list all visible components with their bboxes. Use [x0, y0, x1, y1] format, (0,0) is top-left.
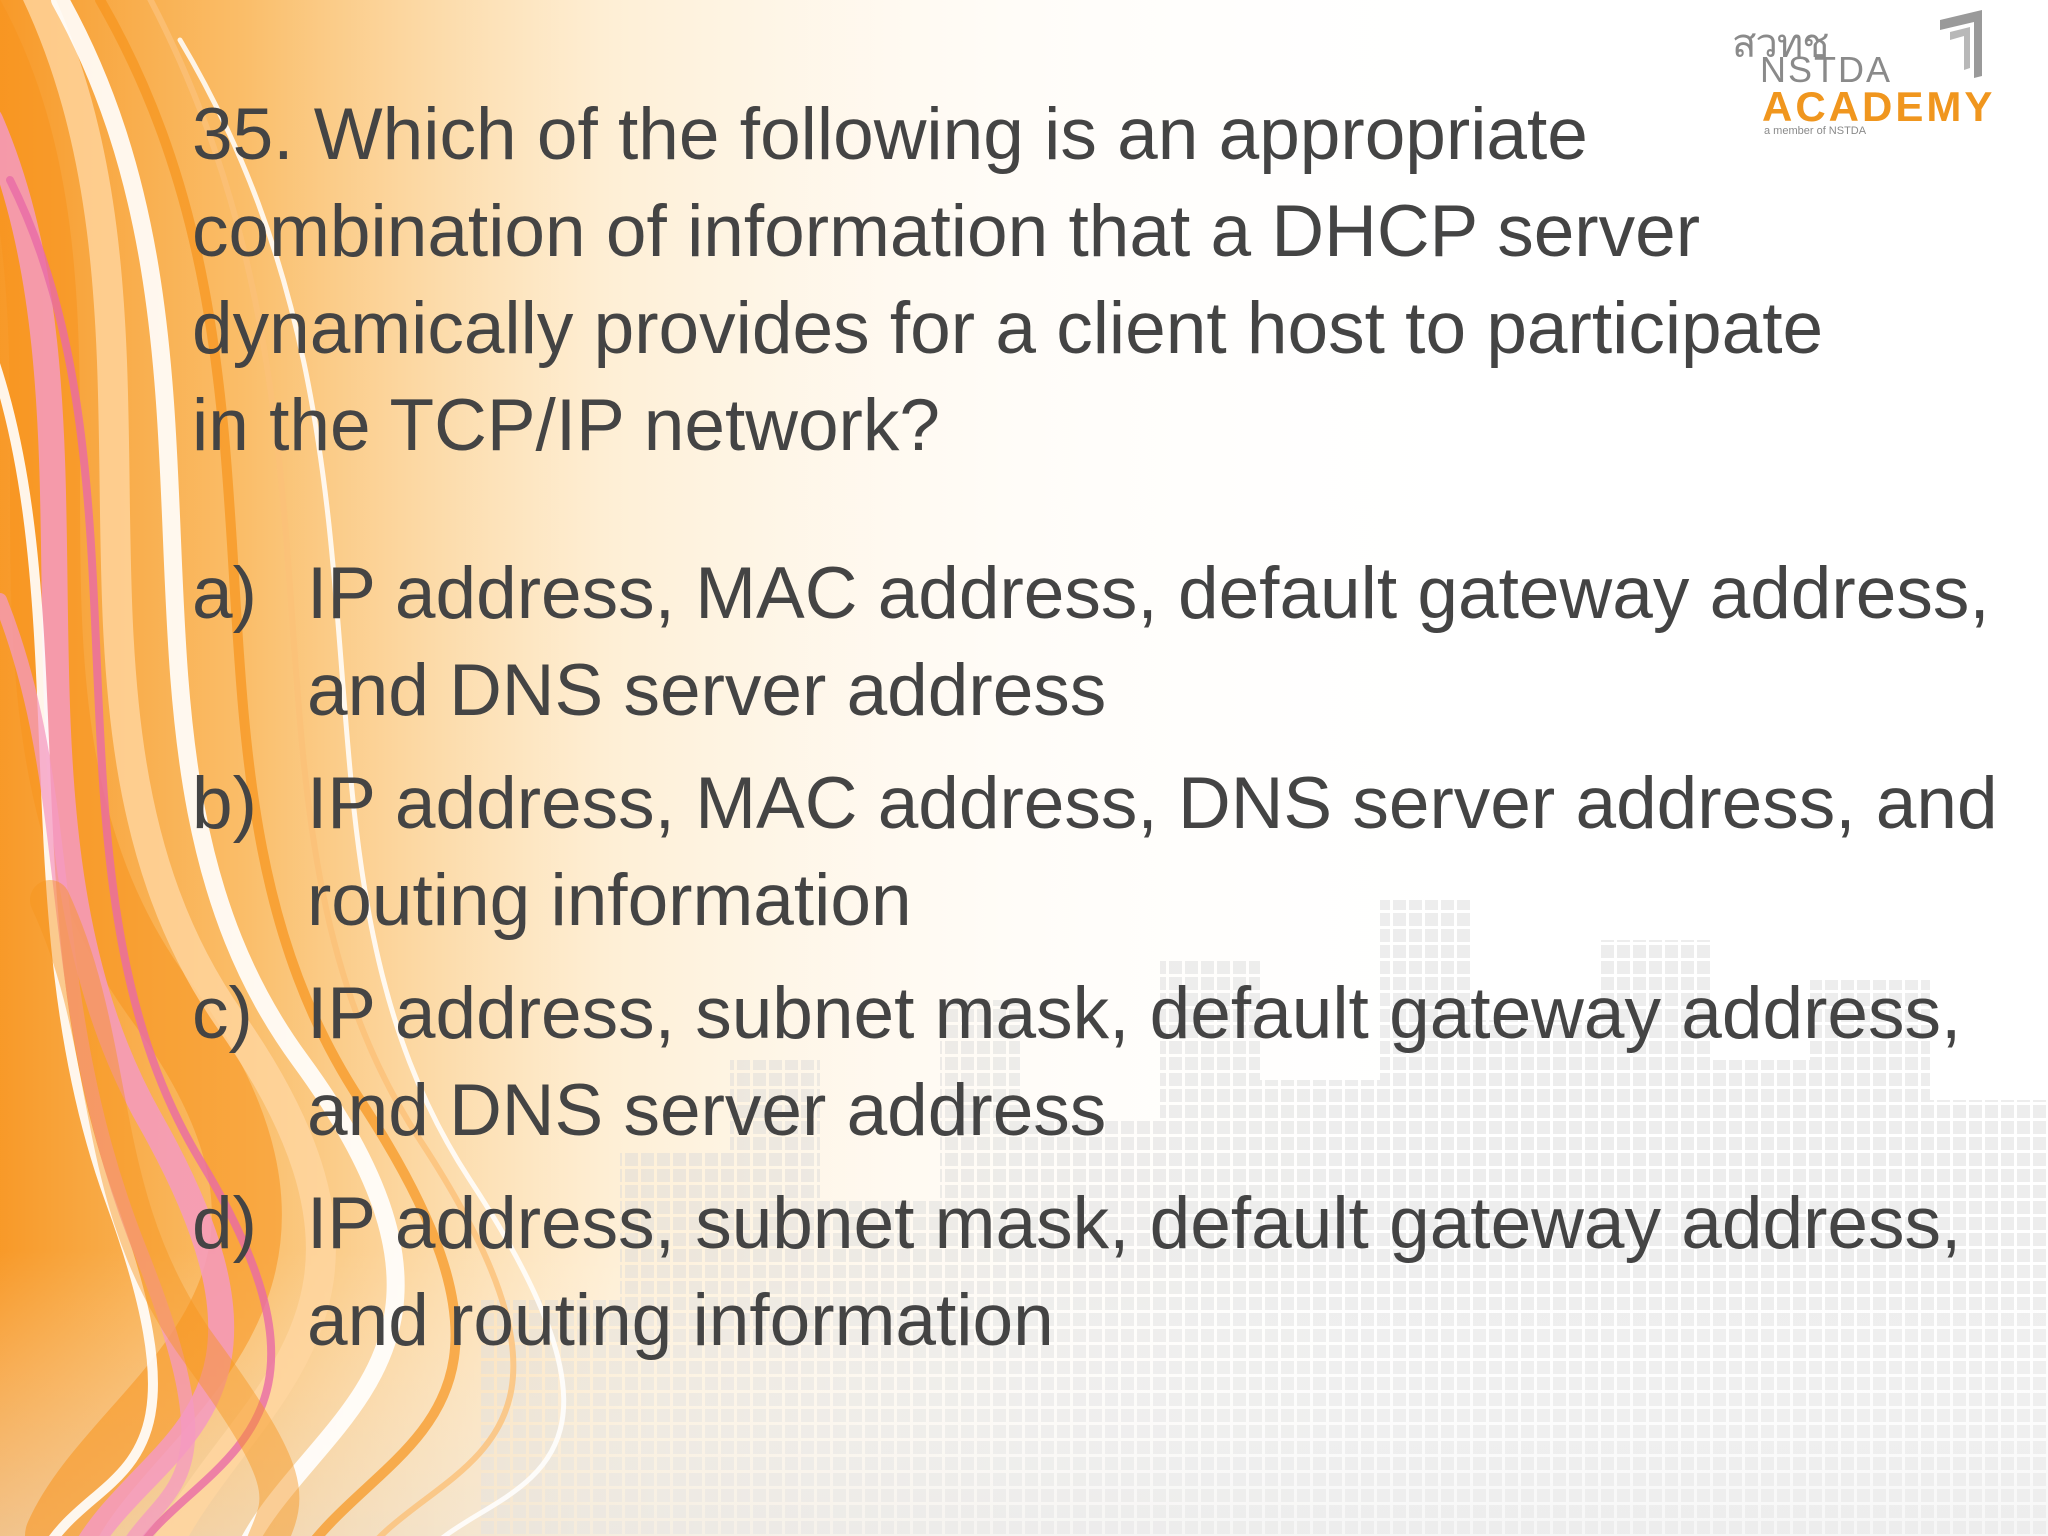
logo-org-text: NSTDA	[1760, 49, 1893, 90]
option-c[interactable]: c) IP address, subnet mask, default gate…	[192, 965, 2012, 1159]
stacked-bars-logo-mark-icon	[1940, 10, 1982, 78]
logo-name-text: ACADEMY	[1762, 83, 1996, 130]
option-a[interactable]: a) IP address, MAC address, default gate…	[192, 545, 2012, 739]
option-letter: b)	[192, 763, 257, 844]
option-letter: c)	[192, 973, 253, 1054]
option-letter: a)	[192, 553, 257, 634]
option-text: IP address, subnet mask, default gateway…	[307, 973, 1962, 1151]
answer-options: a) IP address, MAC address, default gate…	[192, 545, 2012, 1385]
option-text: IP address, MAC address, default gateway…	[307, 553, 1990, 731]
logo-tagline: a member of NSTDA	[1764, 125, 1867, 137]
logo-thai-text: สวทช	[1732, 22, 1829, 66]
option-text: IP address, MAC address, DNS server addr…	[307, 763, 1998, 941]
nstda-academy-logo: สวทช NSTDA ACADEMY a member of NSTDA	[1720, 0, 2048, 150]
option-b[interactable]: b) IP address, MAC address, DNS server a…	[192, 755, 2012, 949]
option-d[interactable]: d) IP address, subnet mask, default gate…	[192, 1175, 2012, 1369]
option-text: IP address, subnet mask, default gateway…	[307, 1183, 1962, 1361]
question-text: 35. Which of the following is an appropr…	[192, 94, 1824, 466]
option-letter: d)	[192, 1183, 257, 1264]
ribbon-swirls	[0, 0, 567, 1536]
